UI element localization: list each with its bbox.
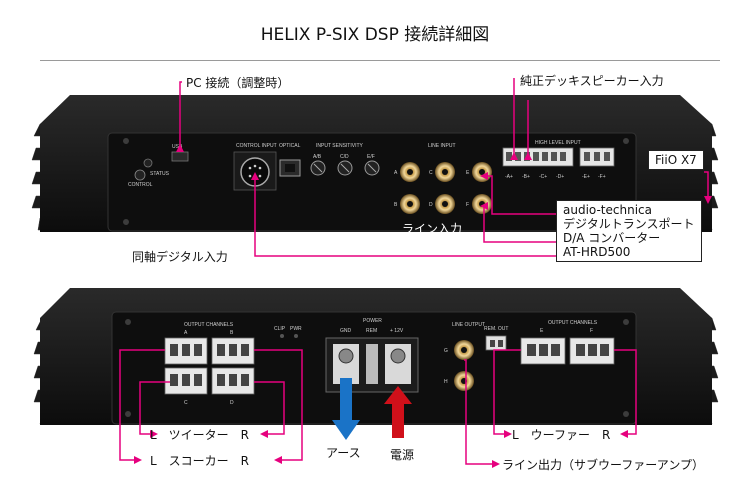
label-line-input: ライン入力 xyxy=(402,222,463,236)
silk-high-level-input: HIGH LEVEL INPUT xyxy=(535,140,581,146)
label-power: 電源 xyxy=(390,448,415,462)
silk-hl-e: -E+ xyxy=(582,174,590,180)
status-led xyxy=(143,158,153,168)
silk-hl-b: -B+ xyxy=(522,174,530,180)
power-arrow xyxy=(384,386,412,438)
label-ground: アース xyxy=(326,446,361,460)
silk-rem: REM xyxy=(366,328,377,334)
box-line-1: audio-technica xyxy=(563,203,652,217)
silk-line-a: A xyxy=(394,170,398,176)
silk-sens-ef: E/F xyxy=(367,154,375,160)
silk-control-input: CONTROL INPUT xyxy=(236,143,277,149)
silk-g: G xyxy=(444,348,448,354)
title-divider xyxy=(40,60,720,61)
silk-control: CONTROL xyxy=(128,182,153,188)
silk-hl-c: -C+ xyxy=(539,174,547,180)
silk-hl-a: -A+ xyxy=(505,174,513,180)
silk-hl-f: -F+ xyxy=(598,174,606,180)
silk-line-input: LINE INPUT xyxy=(428,143,456,149)
silk-usb: USB xyxy=(172,144,183,150)
label-high-level-input: 純正デッキスピーカー入力 xyxy=(520,74,664,88)
silk-sens-cd: C/D xyxy=(340,154,349,160)
silk-line-b: B xyxy=(394,202,398,208)
silk-d: D xyxy=(230,400,234,406)
silk-clip: CLIP xyxy=(274,326,286,332)
label-pc-connection: PC 接続（調整時） xyxy=(186,76,290,90)
box-line-3: D/A コンバーター xyxy=(563,231,661,245)
silk-12v: + 12V xyxy=(390,328,404,334)
control-knob xyxy=(134,169,146,181)
silk-line-c: C xyxy=(429,170,433,176)
silk-line-d: D xyxy=(429,202,433,208)
label-line-output: ライン出力（サブウーファーアンプ） xyxy=(502,458,704,472)
silk-b: B xyxy=(230,330,234,336)
pwr-led xyxy=(294,334,298,338)
silk-status: STATUS xyxy=(150,171,170,177)
silk-input-sensitivity: INPUT SENSITIVITY xyxy=(316,143,364,149)
silk-a: A xyxy=(184,330,188,336)
silk-pwr: PWR xyxy=(290,326,302,332)
silk-line-f: F xyxy=(466,202,469,208)
box-line-4: AT-HRD500 xyxy=(563,245,631,259)
fiio-x7-box: FiiO X7 xyxy=(648,150,704,170)
clip-led xyxy=(280,334,284,338)
silk-line-output: LINE OUTPUT xyxy=(452,322,485,328)
connector-lines xyxy=(119,78,709,465)
silk-output-channels-abcd: OUTPUT CHANNELS xyxy=(184,322,234,328)
silk-power: POWER xyxy=(363,318,382,324)
high-level-input-terminals xyxy=(502,147,615,167)
silk-sens-ab: A/B xyxy=(313,154,322,160)
label-tweeter: L ツイーター R xyxy=(150,428,250,442)
silk-f: F xyxy=(590,328,593,334)
silk-h: H xyxy=(444,379,448,385)
silk-line-e: E xyxy=(466,170,470,176)
speaker-terminals-ef xyxy=(520,337,615,365)
top-amplifier: USB STATUS CONTROL CONTROL INPUT OPTICAL… xyxy=(31,95,719,232)
diagram-title: HELIX P-SIX DSP 接続詳細図 xyxy=(260,25,490,45)
silk-output-channels-ef: OUTPUT CHANNELS xyxy=(548,320,598,326)
label-squawker: L スコーカー R xyxy=(150,454,250,468)
connector-arrowheads xyxy=(134,144,712,468)
silk-optical: OPTICAL xyxy=(279,143,301,149)
label-coax-digital-input: 同軸デジタル入力 xyxy=(132,250,228,264)
box-line-2: デジタルトランスポート xyxy=(563,217,695,231)
silk-gnd: GND xyxy=(340,328,352,334)
silk-c: C xyxy=(184,400,188,406)
silk-hl-d: -D+ xyxy=(556,174,564,180)
silk-e: E xyxy=(540,328,544,334)
at-hrd500-box: audio-technica デジタルトランスポート D/A コンバーター AT… xyxy=(556,200,702,262)
ground-arrow xyxy=(332,378,360,440)
label-woofer: L ウーファー R xyxy=(512,428,611,442)
usb-port xyxy=(171,151,189,162)
fiio-x7-label: FiiO X7 xyxy=(655,153,697,167)
bottom-amplifier: OUTPUT CHANNELS A B C D CLIP PWR POWER G… xyxy=(33,288,719,425)
silk-rem-out: REM. OUT xyxy=(484,326,508,332)
